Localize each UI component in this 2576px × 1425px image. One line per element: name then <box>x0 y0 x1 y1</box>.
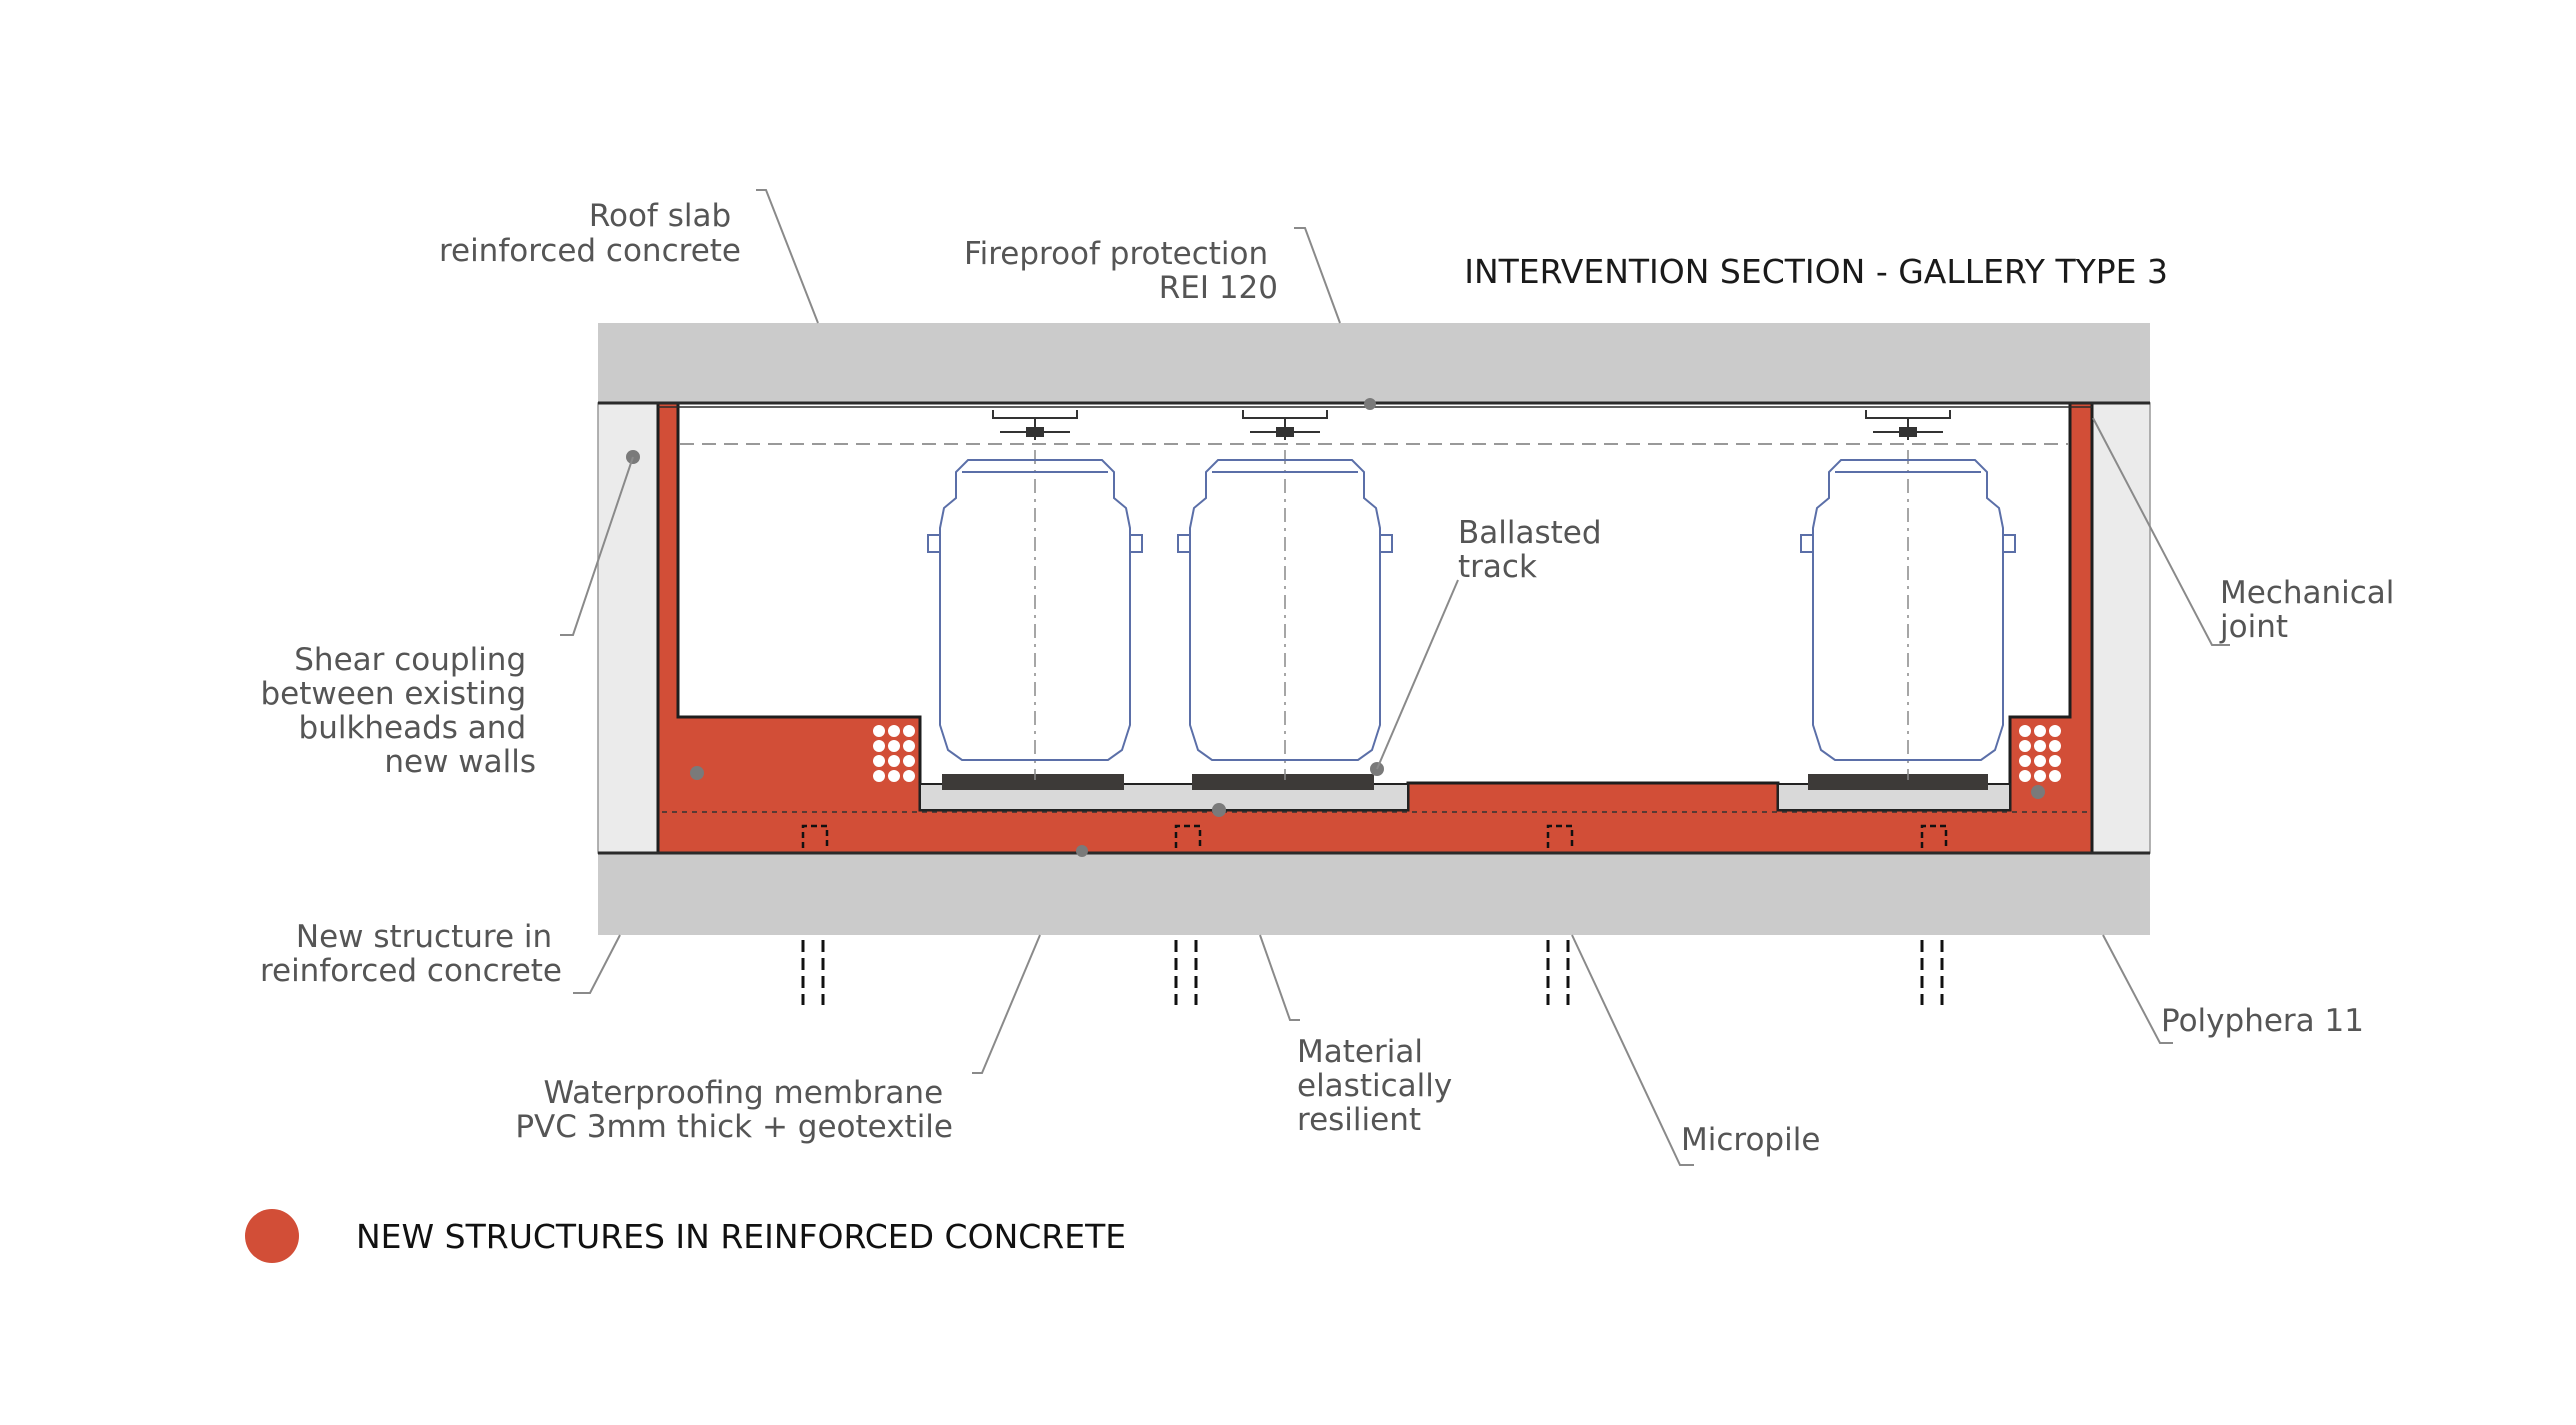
label-waterproofing-membrane: Waterproofing membrane PVC 3mm thick + g… <box>515 1075 953 1145</box>
label-material-elastically-resilient: Material elastically resilient <box>1297 1034 1462 1138</box>
drainage-pipes-left <box>873 725 915 782</box>
sleeper <box>942 774 1124 790</box>
label-roof-slab: Roof slab reinforced concrete <box>439 198 741 269</box>
drainage-pipes-right <box>2019 725 2061 782</box>
micropiles <box>801 940 1944 1005</box>
base-joints <box>801 824 1948 848</box>
leader-lines <box>560 189 2230 1166</box>
existing-wall-right <box>2091 402 2151 854</box>
label-polyphera: Polyphera 11 <box>2161 1003 2364 1039</box>
legend-swatch <box>245 1209 299 1263</box>
base-slab <box>598 853 2150 935</box>
sleeper <box>1192 774 1374 790</box>
existing-wall-left <box>597 402 659 854</box>
rolling-stock-left <box>927 459 1143 761</box>
diagram-title: INTERVENTION SECTION - GALLERY TYPE 3 <box>1464 252 2168 291</box>
legend-label: NEW STRUCTURES IN REINFORCED CONCRETE <box>356 1217 1126 1256</box>
catenary-support <box>1865 410 1951 440</box>
label-mechanical-joint: Mechanical joint <box>2219 575 2404 645</box>
label-new-structure: New structure in reinforced concrete <box>260 919 562 989</box>
rolling-stock-middle <box>1177 459 1393 761</box>
rolling-stock-right <box>1800 459 2016 761</box>
catenary-support <box>1242 410 1328 440</box>
label-micropile: Micropile <box>1681 1122 1820 1158</box>
roof-slab <box>598 323 2150 403</box>
label-ballasted-track: Ballasted track <box>1458 515 1611 585</box>
sleeper <box>1808 774 1988 790</box>
leader-dots <box>626 398 2045 857</box>
label-shear-coupling: Shear coupling between existing bulkhead… <box>261 642 537 780</box>
catenary-support <box>992 410 1078 440</box>
label-fireproof-protection: Fireproof protection REI 120 <box>964 236 1278 306</box>
